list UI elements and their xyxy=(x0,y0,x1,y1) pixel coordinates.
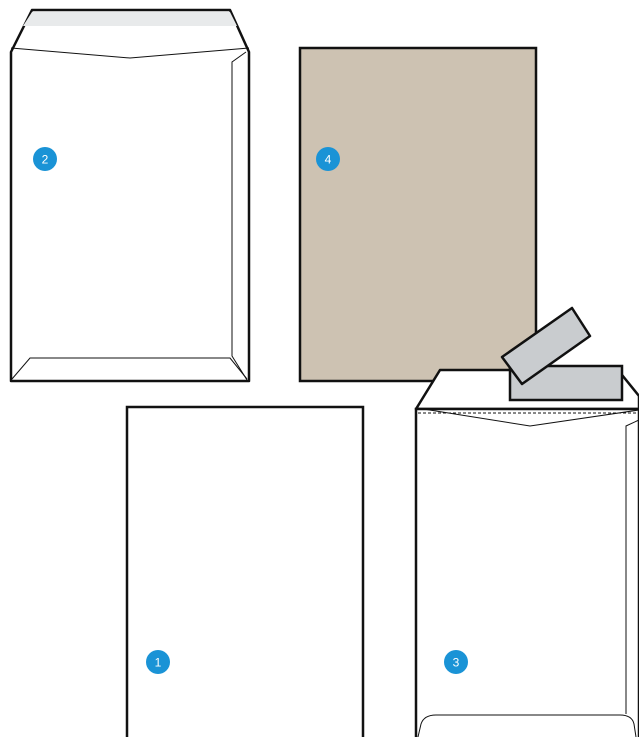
badge-1: 1 xyxy=(146,650,170,674)
svg-text:1: 1 xyxy=(155,656,162,670)
badge-2: 2 xyxy=(33,147,57,171)
envelope-1-body xyxy=(127,407,363,737)
envelope-2-flap-band xyxy=(23,12,237,26)
svg-text:3: 3 xyxy=(453,656,460,670)
badge-4: 4 xyxy=(316,147,340,171)
svg-text:4: 4 xyxy=(325,153,332,167)
envelope-4: 4 xyxy=(300,48,536,381)
envelope-3: 3 xyxy=(416,308,639,737)
envelope-2-body xyxy=(11,10,249,381)
envelope-2: 2 xyxy=(11,10,249,381)
badge-3: 3 xyxy=(444,650,468,674)
envelope-3-body xyxy=(416,409,639,737)
envelope-1: 1 xyxy=(127,407,363,737)
svg-text:2: 2 xyxy=(42,153,49,167)
envelope-4-body xyxy=(300,48,536,381)
